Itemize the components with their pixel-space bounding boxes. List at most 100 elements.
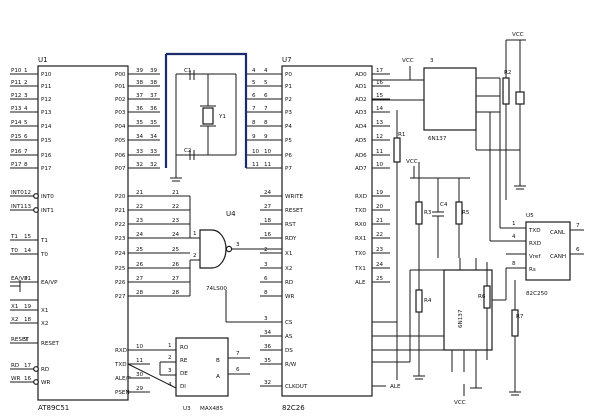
u1-pin-bubble — [33, 193, 39, 199]
bus-pin-num-right: 6 — [252, 93, 256, 99]
u7-left-pin-label: P0 — [285, 72, 292, 78]
u1-left-net-label: EA/VP — [11, 276, 28, 282]
oc1-ref: 3 — [430, 58, 434, 64]
u4-u7-wires — [175, 168, 282, 323]
u7-right-pin-label: RXD — [355, 194, 367, 200]
u7-left-pin-num: 6 — [264, 93, 268, 99]
u1-right-pin-label: P24 — [115, 251, 126, 257]
u1-right-pin-label: PSEN — [115, 390, 130, 396]
u1-left-pin-label: X1 — [41, 308, 49, 314]
u7-left-pin-label: X1 — [285, 251, 293, 257]
u5-pin-txd: TXD — [528, 228, 541, 234]
u7-left-pin-label: P4 — [285, 124, 292, 130]
u1-right-pin-label: P21 — [115, 208, 126, 214]
svg-text:R2: R2 — [504, 70, 511, 76]
u1-left-pin-num: 15 — [24, 234, 32, 240]
bus-pin-num: 37 — [150, 93, 158, 99]
u7-left-pin-label: P6 — [285, 153, 292, 159]
u3-pin-ro: RO — [180, 345, 189, 351]
u1-right-pin-label: ALE/P — [115, 376, 131, 382]
crystal-y1 — [202, 107, 214, 125]
u1-left-net-label: X1 — [11, 304, 19, 310]
bus-pin-num-right: 5 — [252, 80, 256, 86]
u3-ref: U3 — [183, 406, 191, 412]
bus-pin-num-right: 9 — [252, 134, 256, 140]
resistor-r1: R1 — [393, 110, 406, 380]
u1-right-pin-num: 39 — [136, 68, 144, 74]
u1-left-pin-label: RD — [41, 367, 49, 373]
bus-pin-num: 32 — [150, 162, 157, 168]
bus-pin-num: 35 — [150, 120, 158, 126]
u1-right-pin-label: P26 — [115, 280, 126, 286]
bus-pin-num: 34 — [150, 134, 158, 140]
u7-left-pin-label: P2 — [285, 97, 292, 103]
u3-pin-num-2: 2 — [168, 355, 172, 361]
u1-right-pin-num: 26 — [136, 262, 144, 268]
u1-left-pin-label: P12 — [41, 97, 52, 103]
u1-left-net-label: P17 — [11, 162, 22, 168]
u7-right-pin-num: 25 — [376, 276, 384, 282]
u7-right-pin-num: 14 — [376, 106, 384, 112]
u1-left-net-label: INT0 — [11, 190, 24, 196]
u1-left-net-label: P12 — [11, 93, 22, 99]
u1-right-pin-num: 22 — [136, 204, 143, 210]
u1-left-net-label: P13 — [11, 106, 22, 112]
u1-left-pin-label: EA/VP — [41, 280, 58, 286]
u1-pin-bubble — [33, 379, 39, 385]
u7-left-pin-label: RESET — [285, 208, 304, 214]
vcc-label-3: VCC — [512, 32, 524, 38]
u1-left-pin-label: X2 — [41, 321, 48, 327]
u1-right-pin-num: 21 — [136, 190, 144, 196]
svg-text:R3: R3 — [424, 210, 432, 216]
u5-pin-8: 8 — [512, 261, 516, 267]
u1-misc-wires — [10, 280, 38, 301]
resistor-r3: R3 — [415, 162, 432, 290]
bus-pin-num: 39 — [150, 68, 158, 74]
u5-pin-rxd: RXD — [529, 241, 541, 247]
u1-left-pin-num: 6 — [24, 134, 28, 140]
u1-left-pin-num: 14 — [24, 248, 32, 254]
u1-left-pin-num: 8 — [24, 162, 28, 168]
u5-pin-4: 4 — [512, 234, 516, 240]
u7-right-pins: AD017AD116AD215AD314AD413AD512AD611AD710… — [354, 68, 390, 286]
bus-pin-num-p2: 26 — [172, 262, 180, 268]
u1-right-pin-num: 35 — [136, 120, 144, 126]
vcc-label-1: VCC — [402, 58, 414, 64]
u1-right-pin-label: P23 — [115, 236, 126, 242]
u1-u3-wires: 1 2 3 4 — [127, 343, 177, 389]
u1-left-pin-num: 16 — [24, 376, 32, 382]
svg-text:R6: R6 — [478, 294, 486, 300]
u7-left-pin-num: 10 — [264, 149, 272, 155]
u7-left-pin-num: 3 — [264, 262, 268, 268]
u5-pin-canh: CANH — [550, 254, 566, 260]
u7-left-pin-label: RD — [285, 280, 293, 286]
u1-right-pin-num: 38 — [136, 80, 144, 86]
u1-right-pin-num: 33 — [136, 149, 144, 155]
u1-right-pin-num: 28 — [136, 290, 144, 296]
u1-left-pin-num: 17 — [24, 363, 32, 369]
u7-left-pin-label: WR — [285, 294, 295, 300]
u7-left-pin-label: CS — [285, 320, 293, 326]
u1-left-pin-label: P11 — [41, 84, 52, 90]
u4-pin-3: 3 — [236, 242, 240, 248]
u7-right-pin-label: TX1 — [354, 266, 366, 272]
u1-left-net-label: X2 — [11, 317, 18, 323]
u1-right-pin-num: 25 — [136, 247, 144, 253]
u1-left-pin-label: P14 — [41, 124, 52, 130]
u7-left-pin-num: 18 — [264, 218, 272, 224]
u1-left-pin-label: INT1 — [41, 208, 54, 214]
u7-left-pin-label: P1 — [285, 84, 292, 90]
u1-name: AT89C51 — [38, 404, 69, 412]
chip-u1: U1 AT89C51 P101P10P112P11P123P12P134P13P… — [10, 56, 150, 412]
u1-right-pin-label: P25 — [115, 266, 126, 272]
u1-left-pin-num: 12 — [24, 190, 31, 196]
u5-ref: U5 — [526, 213, 534, 219]
u1-right-pin-num: 10 — [136, 344, 144, 350]
u7-right-pin-label: AD4 — [355, 124, 367, 130]
u7-right-pin-num: 13 — [376, 120, 384, 126]
u1-right-pin-label: P22 — [115, 222, 126, 228]
u7-left-pin-label: R/W — [285, 362, 297, 368]
u1-right-pin-label: P04 — [115, 124, 126, 130]
